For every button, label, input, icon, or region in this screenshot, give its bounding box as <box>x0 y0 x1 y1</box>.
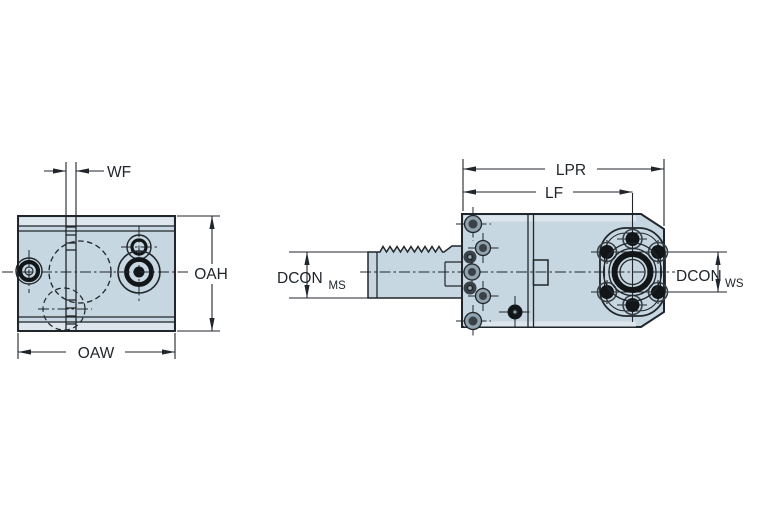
side-view-dimensions: LPR LF DCON MS DCON WS <box>276 159 754 299</box>
lpr-label: LPR <box>556 162 586 179</box>
mounting-screws <box>456 207 501 338</box>
wf-label: WF <box>107 164 131 181</box>
dcon-ws-dimension: DCON WS <box>675 252 754 292</box>
dcon-ms-label: DCON <box>277 270 323 287</box>
center-bore <box>602 242 663 302</box>
shaft-pilot-detail <box>444 261 462 287</box>
lpr-dimension: LPR <box>462 159 665 226</box>
dcon-ws-subscript: WS <box>725 278 744 290</box>
lf-dimension: LF <box>463 182 633 202</box>
flange <box>591 193 727 322</box>
wf-dimension: WF <box>44 162 131 215</box>
flange-bolts <box>596 228 669 316</box>
front-body <box>17 215 176 332</box>
front-top-strip <box>19 217 174 226</box>
oah-dimension: OAH <box>177 215 234 332</box>
lf-label: LF <box>545 185 563 202</box>
dcon-ms-dimension: DCON MS <box>276 251 368 299</box>
hidden-bore-circle <box>48 240 112 304</box>
front-bottom-strip <box>19 323 174 330</box>
shank-plate-band <box>65 216 77 331</box>
coolant-plug-screw <box>499 296 531 329</box>
side-view <box>360 193 727 338</box>
oaw-label: OAW <box>78 345 115 362</box>
oah-label: OAH <box>194 266 228 283</box>
oaw-dimension: OAW <box>17 333 176 362</box>
hidden-slot-circle <box>38 287 92 331</box>
dcon-ms-subscript: MS <box>329 280 347 292</box>
front-view <box>2 215 188 332</box>
dcon-ws-label: DCON <box>676 268 722 285</box>
front-view-dimensions: WF OAH OAW <box>17 162 234 362</box>
